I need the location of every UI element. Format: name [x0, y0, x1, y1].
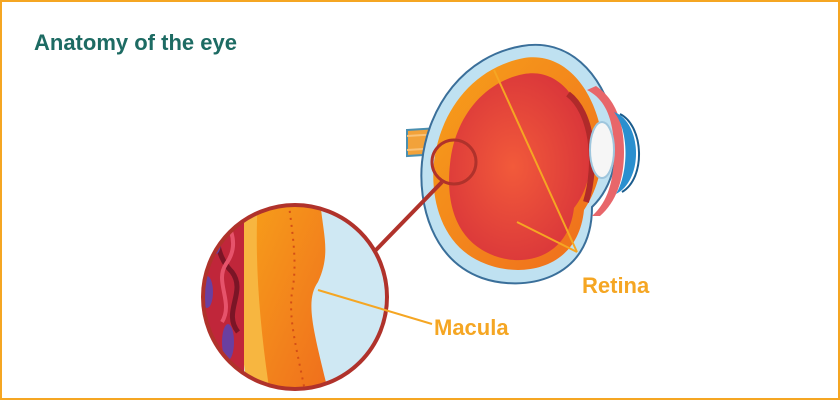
macula-zoom-view: [192, 197, 402, 402]
retina-label: Retina: [582, 273, 649, 299]
macula-label: Macula: [434, 315, 509, 341]
lens: [590, 122, 614, 178]
eyeball: [421, 45, 639, 284]
